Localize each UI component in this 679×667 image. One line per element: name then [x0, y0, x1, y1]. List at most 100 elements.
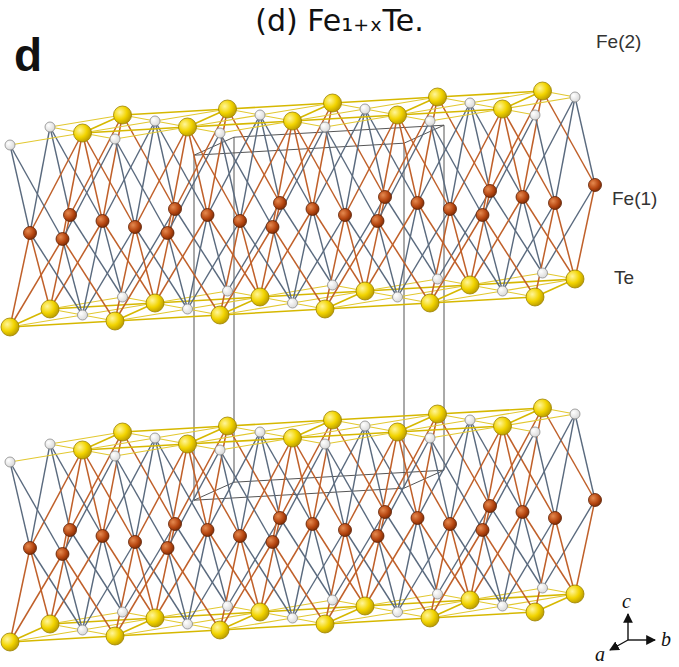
fe1-te-bond [83, 450, 103, 536]
te-atom [356, 282, 374, 300]
te-atom [114, 423, 132, 441]
fe2-atom [255, 110, 265, 120]
fe1-te-bond [220, 221, 240, 315]
fe2-atom [150, 433, 160, 443]
fe1-te-bond [430, 530, 483, 618]
fe1-te-bond [450, 426, 503, 524]
fe1-te-bond [168, 127, 188, 233]
fe1-te-bond [378, 432, 398, 536]
fe2-fe1-bond [470, 420, 523, 512]
fe2-fe1-bond [30, 444, 50, 548]
fe1-te-bond [280, 420, 333, 518]
fe2-fe1-bond [293, 209, 313, 303]
fe2-fe1-bond [155, 121, 175, 209]
te-fe2-bond [115, 444, 188, 456]
fe2-fe1-bond [325, 127, 378, 221]
fe2-fe1-bond [220, 133, 240, 221]
fe1-te-bond [168, 548, 221, 630]
fe2-fe1-bond [483, 530, 503, 606]
fe2-fe1-bond [523, 512, 543, 588]
fe1-te-bond [325, 215, 345, 309]
te-atom [461, 591, 479, 609]
te-atom [1, 318, 19, 336]
fe1-atom [484, 500, 497, 513]
fe1-te-bond [345, 432, 398, 530]
fe1-te-bond [430, 209, 450, 303]
fe2-fe1-bond [208, 432, 261, 530]
fe1-te-bond [365, 512, 385, 606]
fe1-atom [516, 191, 529, 204]
te-atom [324, 94, 342, 112]
fe2-atom [215, 128, 225, 138]
te-atom [284, 429, 302, 447]
fe1-atom [266, 536, 279, 549]
fe2-fe1-bond [208, 530, 228, 606]
te-atom [114, 106, 132, 124]
fe1-te-bond [575, 185, 595, 279]
fe1-te-bond [490, 91, 543, 191]
fe1-atom [274, 512, 287, 525]
atom-label: Te [612, 268, 636, 289]
fe2-fe1-bond [365, 426, 385, 512]
fe1-te-bond [115, 542, 135, 636]
fe2-fe1-bond [365, 426, 418, 518]
fe2-fe1-bond [503, 512, 523, 606]
fe2-fe1-bond [115, 139, 168, 233]
fe1-atom [339, 209, 352, 222]
atom-label: Fe(2) [594, 32, 643, 53]
fe1-te-bond [50, 530, 70, 624]
fe1-te-bond [273, 542, 326, 624]
fe1-te-bond [543, 408, 596, 500]
fe1-te-bond [30, 233, 50, 309]
te-atom [219, 417, 237, 435]
fe2-fe1-bond [273, 444, 326, 542]
fe1-te-bond [555, 203, 575, 279]
fe1-te-bond [30, 450, 83, 548]
fe2-fe1-bond [188, 215, 208, 309]
te-atom [251, 603, 269, 621]
fe1-te-bond [208, 530, 261, 612]
fe1-te-bond [483, 426, 503, 530]
fe2-atom [498, 601, 508, 611]
te-atom [429, 405, 447, 423]
fe1-te-bond [10, 239, 63, 327]
te-fe2-bond [325, 432, 398, 444]
fe2-fe1-bond [10, 145, 63, 239]
fe2-atom [530, 427, 540, 437]
fe1-te-bond [220, 536, 240, 630]
fe1-te-bond [325, 530, 345, 624]
fe2-fe1-bond [385, 512, 438, 594]
fe2-fe1-bond [503, 203, 556, 291]
te-atom [461, 276, 479, 294]
te-atom [534, 82, 552, 100]
fe2-fe1-bond [450, 420, 470, 524]
fe1-te-bond [115, 233, 168, 321]
te-fe2-bond [430, 109, 503, 121]
fe2-fe1-bond [63, 554, 83, 630]
te-fe2-bond [115, 127, 188, 139]
fe2-atom [530, 110, 540, 120]
fe1-te-bond [385, 414, 438, 512]
fe1-te-bond [240, 438, 293, 536]
fe1-te-bond [293, 121, 313, 209]
fe1-te-bond [188, 444, 241, 536]
fe2-fe1-bond [378, 221, 398, 297]
fe2-atom [425, 433, 435, 443]
fe2-fe1-bond [378, 536, 398, 612]
axis-label: a [594, 643, 606, 665]
fe2-fe1-bond [555, 414, 575, 518]
fe2-atom [570, 409, 580, 419]
figure-title: (d) Fe₁₊ₓTe. [0, 4, 679, 37]
axis-arrow [627, 614, 628, 640]
fe1-te-bond [490, 408, 543, 506]
fe1-atom [379, 191, 392, 204]
te-atom [146, 609, 164, 627]
fe2-fe1-bond [103, 536, 123, 612]
fe1-atom [476, 524, 489, 537]
fe2-fe1-bond [543, 185, 596, 273]
fe2-fe1-bond [50, 127, 103, 221]
fe2-fe1-bond [103, 121, 156, 221]
fe2-fe1-bond [523, 97, 576, 197]
fe1-atom [476, 209, 489, 222]
fe2-fe1-bond [418, 203, 438, 279]
